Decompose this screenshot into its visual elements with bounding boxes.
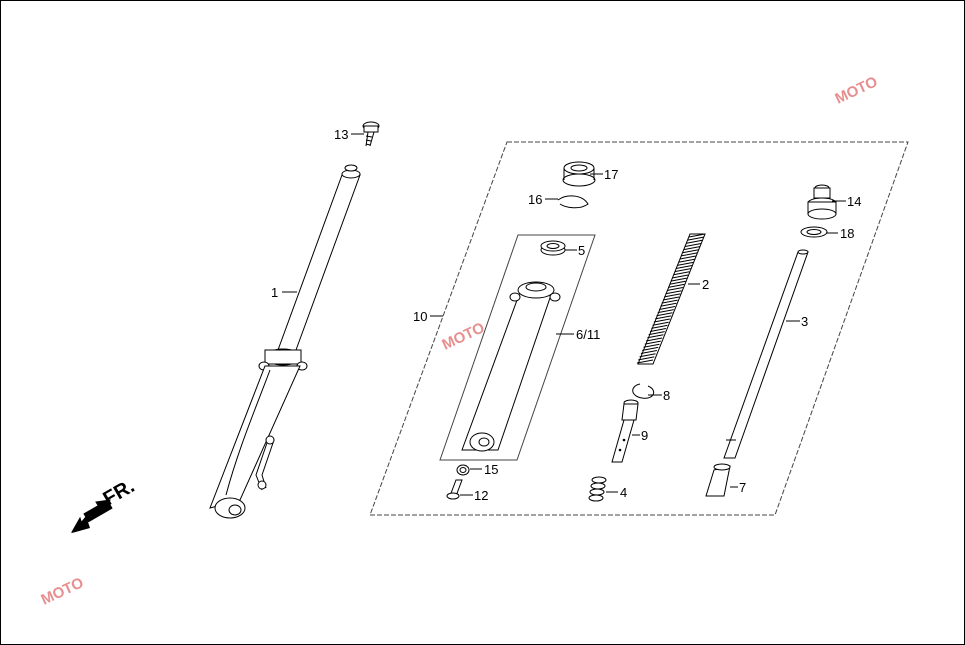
callout-5: 5 (578, 243, 585, 258)
callout-14: 14 (847, 194, 861, 209)
callout-17: 17 (604, 167, 618, 182)
callout-18: 18 (840, 226, 854, 241)
callout-13: 13 (334, 127, 348, 142)
callout-7: 7 (739, 480, 746, 495)
svg-text:MOTO: MOTO (440, 319, 488, 353)
callout-15: 15 (484, 462, 498, 477)
callout-3: 3 (801, 314, 808, 329)
watermark-logo: MOTO (39, 574, 87, 608)
washer-15 (456, 464, 470, 476)
snap-ring-8 (632, 383, 655, 399)
piston-rod-9 (611, 399, 639, 463)
rebound-spring-4 (588, 476, 607, 502)
callout-16: 16 (528, 192, 542, 207)
svg-text:MOTO: MOTO (833, 73, 881, 107)
fork-assembly (209, 164, 361, 519)
callout-4: 4 (620, 485, 627, 500)
spring-2 (636, 233, 706, 365)
callout-9: 9 (641, 428, 648, 443)
watermark-logo: MOTO (440, 319, 488, 353)
washer-18 (800, 226, 828, 238)
cone-7 (705, 463, 731, 497)
callout-2: 2 (702, 277, 709, 292)
clip-16 (557, 195, 589, 209)
seal-17 (562, 161, 596, 187)
lower-tube-6-11 (461, 281, 561, 452)
inner-tube-3 (723, 249, 809, 459)
front-direction-arrow-icon (70, 499, 113, 533)
bolt-12 (446, 479, 463, 500)
callout-8: 8 (663, 388, 670, 403)
leader-lines (282, 133, 846, 496)
callout-6-11: 6/11 (576, 327, 600, 342)
watermark-logo: MOTO (833, 73, 881, 107)
callout-1: 1 (271, 285, 278, 300)
callout-10: 10 (413, 309, 427, 324)
lower-leg-outline (439, 234, 596, 461)
bolt-13 (362, 121, 380, 147)
cap-bolt-14 (807, 184, 837, 220)
dust-seal-5 (540, 240, 566, 256)
kit-outline (369, 141, 909, 516)
svg-text:MOTO: MOTO (39, 574, 87, 608)
callout-12: 12 (474, 488, 488, 503)
